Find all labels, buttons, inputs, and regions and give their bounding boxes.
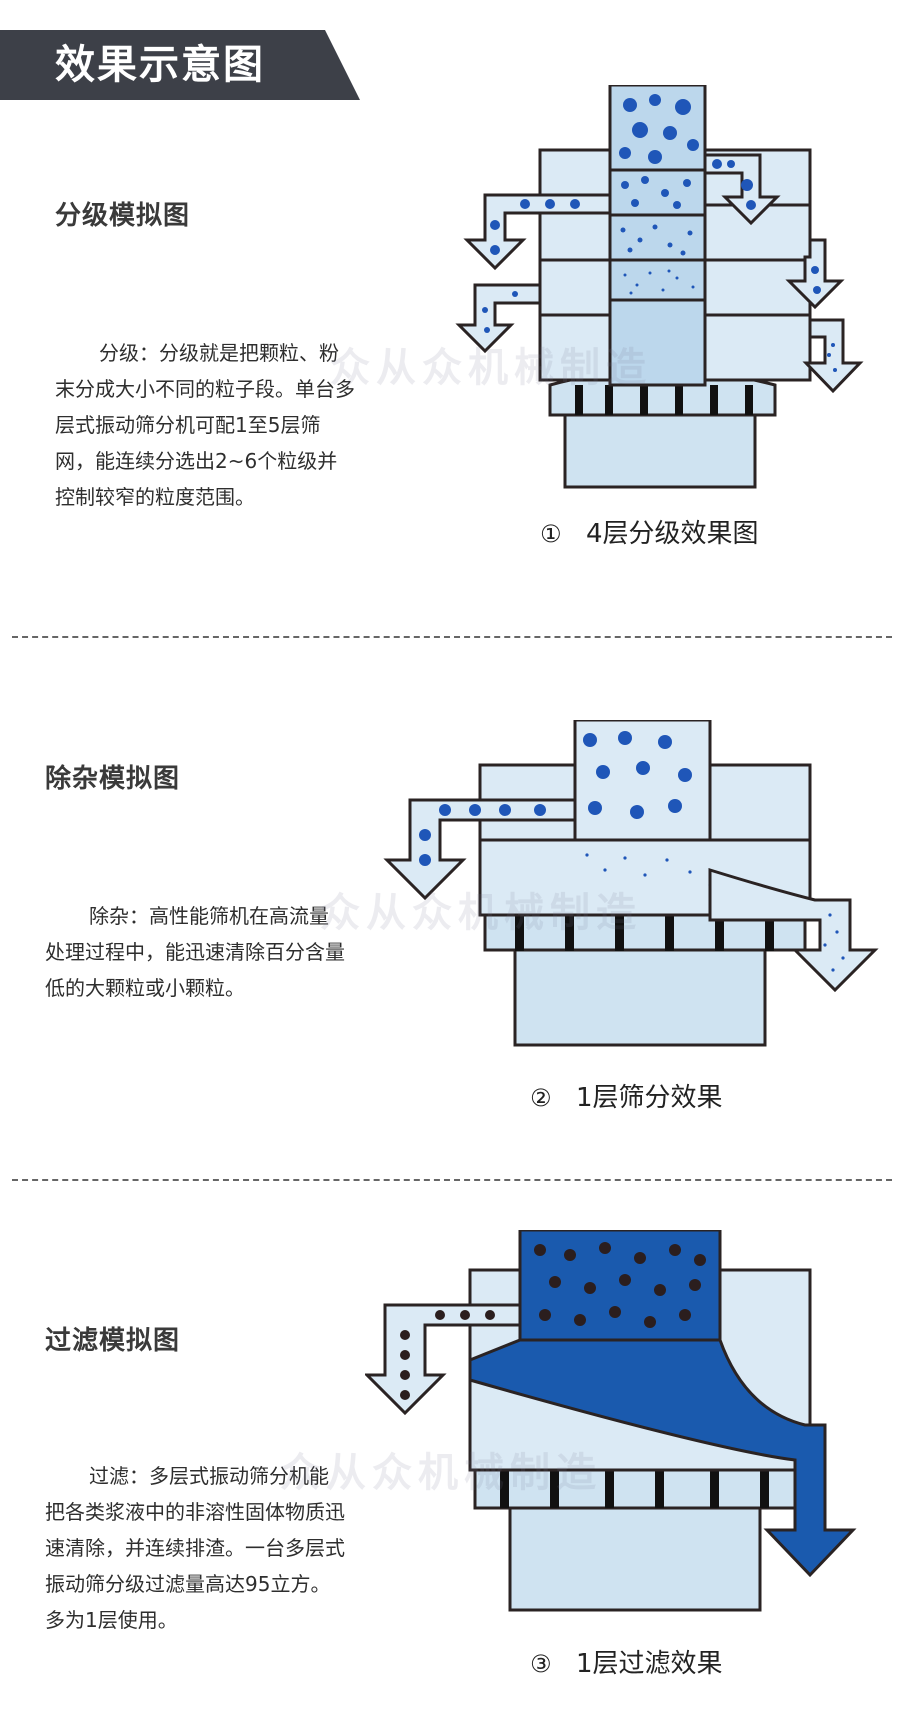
support-posts — [500, 1470, 769, 1508]
particles-large — [583, 731, 692, 819]
solid-particles — [534, 1242, 706, 1328]
section-desc-text: 过滤：多层式振动筛分机能把各类浆液中的非溶性固体物质迅速清除，并连续排渣。一台多… — [45, 1464, 345, 1632]
particles-large — [619, 94, 699, 164]
support-posts — [515, 915, 774, 951]
caption-text: 1层过滤效果 — [576, 1649, 723, 1679]
section-title-grading: 分级模拟图 — [55, 201, 191, 231]
caption-text: 4层分级效果图 — [586, 519, 759, 549]
caption-impurity: ② 1层筛分效果 — [530, 1077, 723, 1114]
section-desc-text: 除杂：高性能筛机在高流量处理过程中，能迅速清除百分含量低的大颗粒或小颗粒。 — [45, 904, 345, 1000]
particles-medium — [621, 176, 691, 209]
particles-fine — [623, 269, 695, 295]
caption-number: ③ — [530, 1650, 552, 1678]
outlet-arrow-right — [708, 867, 879, 993]
outlet-arrow-left — [383, 798, 577, 901]
watermark: 众从众机械制造 — [330, 345, 652, 391]
section-desc-filtering: 过滤：多层式振动筛分机能把各类浆液中的非溶性固体物质迅速清除，并连续排渣。一台多… — [45, 1458, 345, 1638]
section-desc-impurity: 除杂：高性能筛机在高流量处理过程中，能迅速清除百分含量低的大颗粒或小颗粒。 — [45, 898, 345, 1006]
section-title-filtering: 过滤模拟图 — [45, 1326, 181, 1356]
watermark: 众从众机械制造 — [280, 1450, 602, 1496]
outlet-particles-left — [482, 199, 580, 333]
outlet-particles-right — [712, 159, 837, 372]
section-divider — [12, 636, 892, 638]
banner-shape — [0, 30, 360, 100]
section-divider — [12, 1179, 892, 1181]
outlet-arrows-left — [455, 193, 612, 354]
page-title: 效果示意图 — [55, 42, 265, 88]
slurry-flow — [468, 1338, 857, 1578]
particles-small — [620, 224, 693, 256]
watermark: 众从众机械制造 — [320, 890, 642, 936]
section-desc-text: 分级：分级就是把颗粒、粉末分成大小不同的粒子段。单台多层式振动筛分机可配1至5层… — [55, 341, 355, 509]
caption-text: 1层筛分效果 — [576, 1083, 723, 1113]
section-title-impurity: 除杂模拟图 — [45, 764, 181, 794]
caption-number: ① — [540, 520, 562, 548]
filtering-diagram — [365, 1230, 857, 1612]
outlet-particles-right — [823, 913, 845, 972]
caption-number: ② — [530, 1084, 552, 1112]
support-posts — [575, 385, 753, 415]
caption-filtering: ③ 1层过滤效果 — [530, 1643, 723, 1680]
grading-diagram — [455, 85, 864, 489]
section-desc-grading: 分级：分级就是把颗粒、粉末分成大小不同的粒子段。单台多层式振动筛分机可配1至5层… — [55, 335, 355, 515]
outlet-particles-left — [419, 804, 546, 866]
header-banner: 效果示意图 — [0, 30, 360, 100]
residue-particles — [400, 1310, 495, 1400]
caption-grading: ① 4层分级效果图 — [540, 513, 759, 550]
impurity-diagram — [383, 720, 879, 1047]
